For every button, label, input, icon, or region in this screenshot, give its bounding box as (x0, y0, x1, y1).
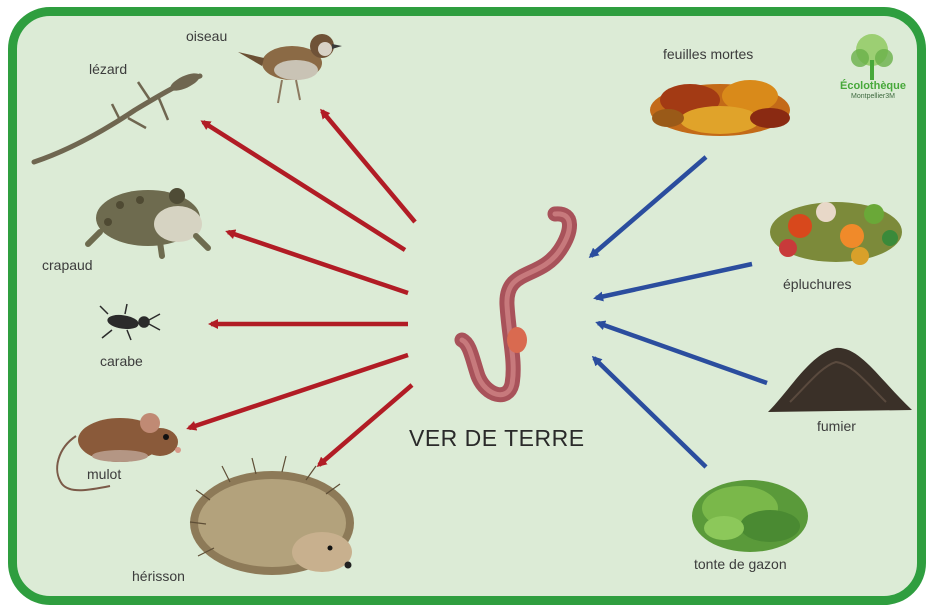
oiseau-image (238, 34, 342, 104)
arrow-from-fumier (595, 320, 768, 386)
label-feuilles-mortes: feuilles mortes (663, 46, 754, 62)
fumier-image (768, 347, 912, 412)
label-crapaud: crapaud (42, 257, 93, 273)
lezard-image (31, 73, 203, 165)
label-epluchures: épluchures (783, 276, 852, 292)
mulot-image (56, 413, 181, 492)
label-mulot: mulot (87, 466, 122, 482)
arrow-from-feuilles-mortes (588, 155, 708, 258)
label-tonte-de-gazon: tonte de gazon (694, 556, 787, 572)
arrow-to-crapaud (225, 229, 409, 296)
arrow-from-epluchures (593, 261, 753, 302)
epluchures-image (770, 202, 902, 265)
ecolotheque-logo: Écolothèque Montpellier3M (830, 36, 916, 106)
tonte-de-gazon-image (692, 480, 808, 552)
label-herisson: hérisson (132, 568, 185, 584)
ecolotheque-logo-tree-icon (851, 34, 893, 80)
herisson-image (189, 455, 354, 575)
earthworm-image (454, 206, 577, 403)
arrow-from-tonte-de-gazon (591, 355, 708, 469)
arrow-to-oiseau (320, 108, 417, 224)
label-lezard: lézard (89, 61, 128, 77)
logo-title: Écolothèque (839, 80, 906, 92)
label-carabe: carabe (100, 353, 143, 369)
crapaud-image (85, 188, 211, 259)
carabe-image (99, 303, 161, 341)
label-oiseau: oiseau (186, 28, 228, 44)
logo-subtitle: Montpellier3M (851, 93, 895, 100)
arrow-to-mulot (186, 352, 409, 431)
label-fumier: fumier (817, 418, 856, 434)
feuilles-mortes-image (650, 80, 790, 136)
diagram-title: VER DE TERRE (409, 425, 585, 451)
arrow-to-herisson (316, 383, 414, 467)
arrow-to-lezard (200, 120, 407, 252)
